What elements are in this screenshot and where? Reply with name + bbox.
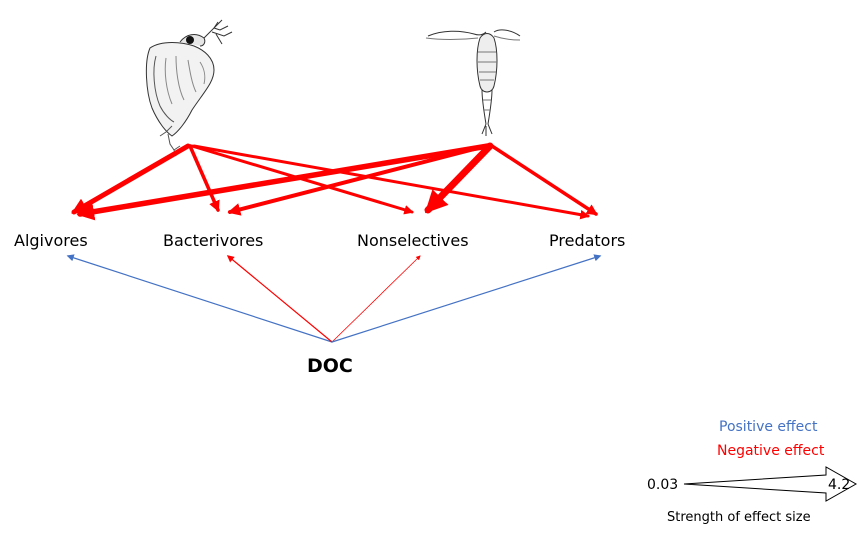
doc-to-algivores-arrow [68,256,332,342]
copepod-to-algivores-arrow [80,146,488,214]
legend-positive-effect: Positive effect [719,419,818,435]
node-algivores: Algivores [14,231,88,250]
doc-to-predators-arrow [332,256,600,342]
node-predators: Predators [549,231,625,250]
node-bacterivores: Bacterivores [163,231,263,250]
node-nonselectives: Nonselectives [357,231,469,250]
node-doc: DOC [307,355,353,377]
daphnia-to-algivores-arrow [74,146,188,212]
scale-min-label: 0.03 [647,477,678,493]
scale-caption: Strength of effect size [667,510,811,525]
legend-negative-effect: Negative effect [717,443,825,459]
legend: Positive effect Negative effect 0.03 4.2… [647,419,856,525]
doc-to-nonselectives-arrow [332,256,420,342]
copepod-icon [426,30,520,136]
daphnia-to-bacterivores-arrow [190,146,218,210]
doc-effect-arrows [68,256,600,342]
doc-to-bacterivores-arrow [228,256,332,342]
copepod-to-bacterivores-arrow [230,146,486,212]
daphnia-icon [146,20,232,156]
scale-max-label: 4.2 [828,477,850,493]
copepod-to-predators-arrow [492,146,596,214]
